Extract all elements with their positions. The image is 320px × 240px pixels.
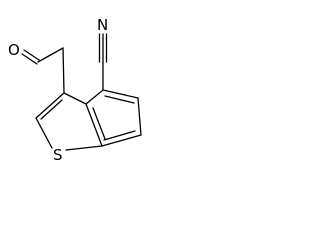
c6-c7-bond xyxy=(101,134,142,147)
benzene-ring xyxy=(85,89,142,147)
c3a-c7a-double-bond-inner xyxy=(92,107,106,140)
c4-c5-bond xyxy=(102,89,139,99)
c7-c3a-bond xyxy=(85,103,103,147)
c5-c6-bond xyxy=(137,97,142,136)
nitrogen-atom-label: N xyxy=(97,16,108,34)
thiophene-ring xyxy=(35,92,103,151)
aldehyde-double-bond-inner xyxy=(23,49,40,61)
c3a-c4-bond xyxy=(85,89,104,105)
chemical-structure-diagram: O N S xyxy=(8,16,142,164)
aldehyde-to-ring-bond xyxy=(62,47,65,94)
c3-c3a-bond xyxy=(63,92,87,105)
oxygen-atom-label: O xyxy=(8,41,20,59)
c6-c7-double-bond-inner xyxy=(103,130,136,141)
nitrile-group xyxy=(98,33,108,91)
aldehyde-group xyxy=(21,47,65,94)
aldehyde-c-h-bond xyxy=(37,47,64,63)
c3-c2-bond xyxy=(35,92,65,119)
s-c7a-bond xyxy=(65,145,103,151)
c4-c5-double-bond-inner xyxy=(104,95,135,104)
c3-c2-double-bond-inner xyxy=(40,99,63,120)
aldehyde-double-bond-outer xyxy=(21,53,38,65)
c2-s-bond xyxy=(35,117,53,149)
sulfur-atom-label: S xyxy=(53,146,63,164)
